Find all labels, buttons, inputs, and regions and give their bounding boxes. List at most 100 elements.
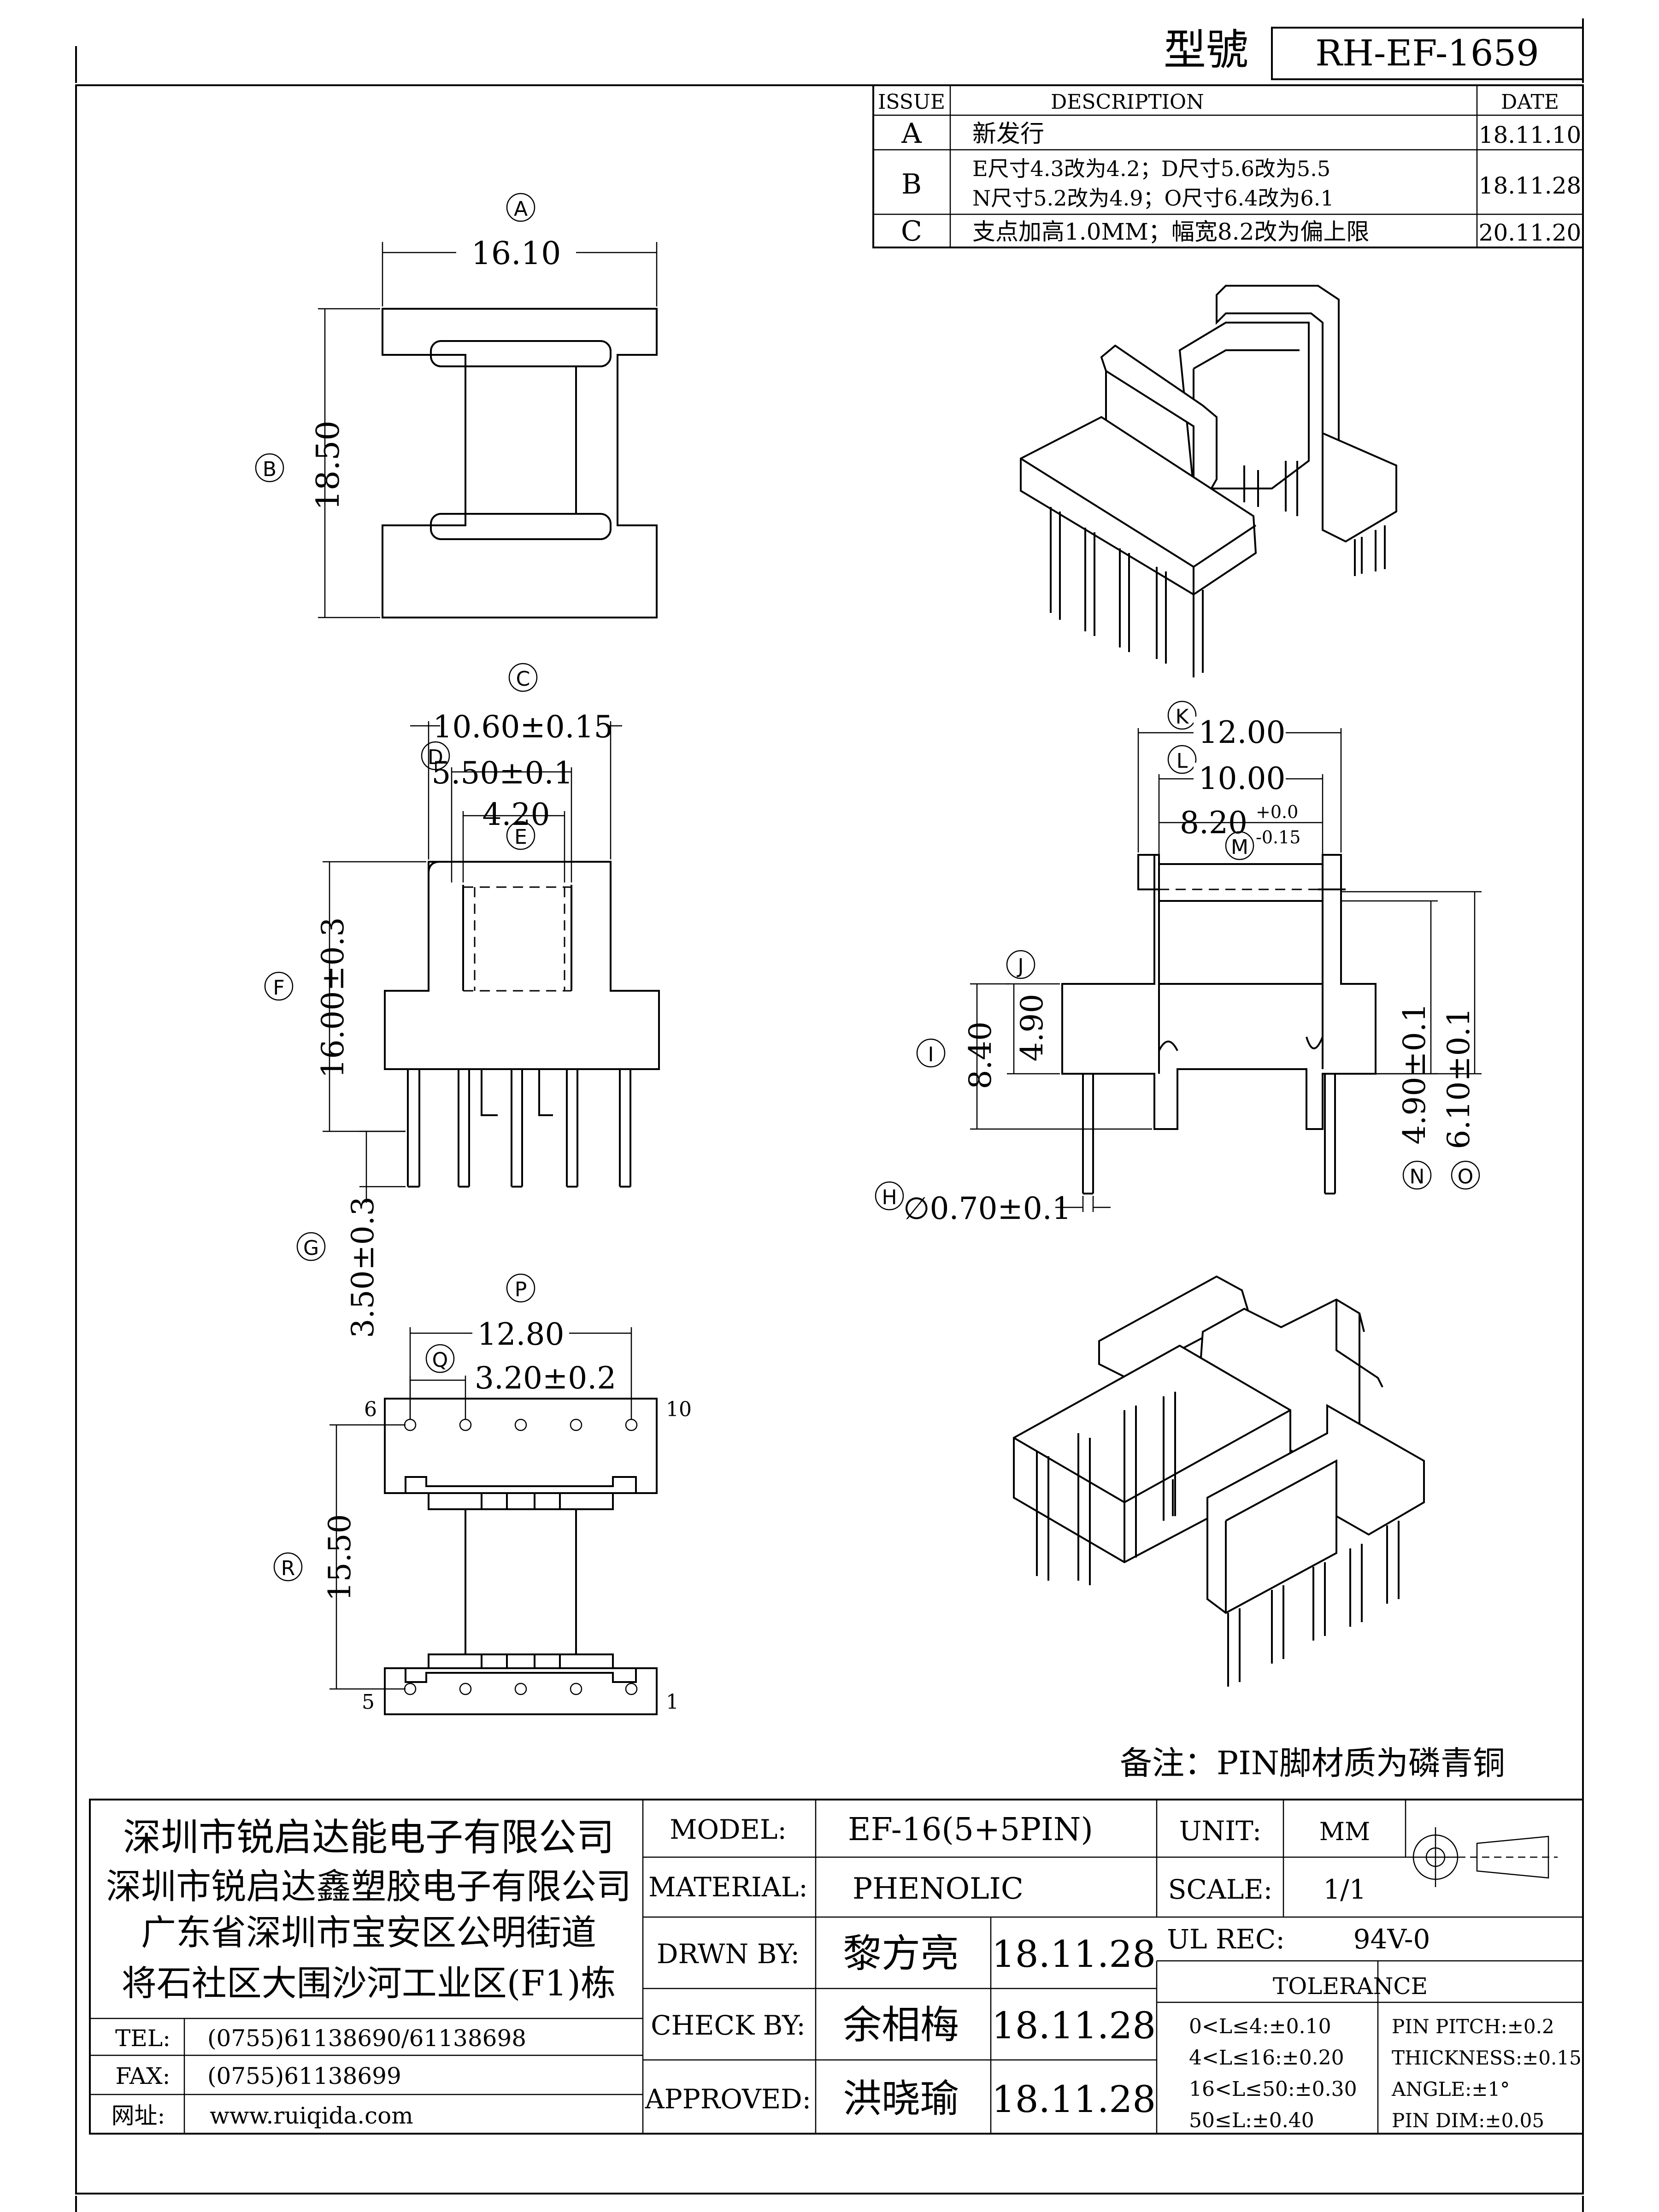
side-view bbox=[1061, 854, 1377, 1194]
tol-right-3: ANGLE:±1° bbox=[1391, 2078, 1510, 2100]
tol-right-2: THICKNESS:±0.15 bbox=[1392, 2047, 1582, 2069]
svg-text:C: C bbox=[516, 667, 530, 691]
company-address-1: 广东省深圳市宝安区公明街道 bbox=[141, 1912, 596, 1953]
dim-o: O 6.10±0.1 bbox=[1341, 891, 1482, 1190]
pin-label-bottom-left: 5 bbox=[362, 1690, 375, 1714]
svg-text:O: O bbox=[1458, 1165, 1474, 1188]
dim-g-value: 3.50±0.3 bbox=[345, 1196, 381, 1338]
dim-g: G 3.50±0.3 bbox=[296, 1130, 406, 1338]
svg-text:H: H bbox=[882, 1186, 897, 1209]
svg-text:F: F bbox=[273, 976, 284, 1000]
dim-p-value: 12.80 bbox=[477, 1317, 565, 1352]
dim-a-value: 16.10 bbox=[471, 235, 561, 272]
rev-a-desc: 新发行 bbox=[972, 120, 1044, 148]
rev-b-desc-1: E尺寸4.3改为4.2；D尺寸5.6改为5.5 bbox=[972, 156, 1330, 181]
scale-value: 1/1 bbox=[1323, 1874, 1366, 1905]
svg-text:B: B bbox=[263, 458, 276, 481]
dim-o-value: 6.10±0.1 bbox=[1441, 1007, 1477, 1149]
dim-b-value: 18.50 bbox=[310, 421, 347, 511]
scale-label: SCALE: bbox=[1168, 1874, 1272, 1905]
tol-left-1: 0<L≤4:±0.10 bbox=[1189, 2015, 1331, 2038]
model-field-label: MODEL: bbox=[670, 1814, 787, 1845]
bottom-view bbox=[384, 1398, 658, 1715]
svg-text:L: L bbox=[1177, 749, 1188, 773]
isometric-view-bottom bbox=[1013, 1275, 1425, 1687]
rev-b-issue: B bbox=[901, 168, 922, 200]
check-by-name: 余相梅 bbox=[843, 2002, 959, 2047]
dim-d: D 5.50±0.1 bbox=[421, 741, 573, 882]
check-by-label: CHECK BY: bbox=[651, 2010, 806, 2041]
rev-a-date: 18.11.10 bbox=[1479, 122, 1582, 148]
dim-c-value: 10.60±0.15 bbox=[433, 709, 613, 745]
dim-e-value: 4.20 bbox=[482, 797, 550, 832]
pin-label-bottom-right: 1 bbox=[666, 1690, 679, 1714]
svg-text:A: A bbox=[514, 197, 528, 221]
dim-m-tol-plus: +0.0 bbox=[1256, 802, 1298, 822]
approved-by-date: 18.11.28 bbox=[992, 2078, 1156, 2121]
rev-header-date: DATE bbox=[1501, 90, 1559, 114]
rev-b-desc-2: N尺寸5.2改为4.9；O尺寸6.4改为6.1 bbox=[972, 186, 1334, 211]
dim-i: I 8.40 bbox=[916, 983, 1152, 1130]
svg-text:G: G bbox=[303, 1236, 319, 1260]
material-field-label: MATERIAL: bbox=[648, 1871, 808, 1903]
tol-left-2: 4<L≤16:±0.20 bbox=[1189, 2046, 1344, 2070]
dim-e: E 4.20 bbox=[462, 797, 565, 882]
drawn-by-date: 18.11.28 bbox=[992, 1933, 1156, 1976]
projection-symbol-icon bbox=[1406, 1827, 1558, 1887]
dim-b: B 18.50 bbox=[255, 308, 380, 618]
company-address-2: 将石社区大围沙河工业区(F1)栋 bbox=[122, 1963, 616, 2004]
dim-i-value: 8.40 bbox=[963, 1022, 998, 1089]
rev-c-date: 20.11.20 bbox=[1479, 219, 1582, 246]
svg-text:N: N bbox=[1410, 1165, 1425, 1188]
drawn-by-name: 黎方亮 bbox=[843, 1931, 959, 1976]
ul-label: UL REC: bbox=[1167, 1924, 1285, 1955]
tol-left-3: 16<L≤50:±0.30 bbox=[1189, 2077, 1357, 2101]
dim-q: Q 3.20±0.2 bbox=[409, 1344, 616, 1419]
unit-value: MM bbox=[1319, 1817, 1371, 1846]
pin-label-top-left: 6 bbox=[364, 1398, 377, 1421]
rev-b-date: 18.11.28 bbox=[1479, 172, 1582, 199]
dim-h-value: ∅0.70±0.1 bbox=[903, 1191, 1071, 1226]
company-name-2: 深圳市锐启达鑫塑胶电子有限公司 bbox=[106, 1866, 631, 1907]
svg-text:K: K bbox=[1176, 705, 1189, 729]
dim-k: K 12.00 bbox=[1137, 700, 1342, 853]
tol-right-1: PIN PITCH:±0.2 bbox=[1392, 2015, 1554, 2038]
svg-text:Q: Q bbox=[432, 1348, 448, 1372]
dim-p: P 12.80 bbox=[409, 1273, 632, 1419]
dim-n: N 4.90±0.1 bbox=[1341, 900, 1438, 1190]
company-name-1: 深圳市锐启达能电子有限公司 bbox=[123, 1816, 614, 1859]
sheet-frame bbox=[75, 84, 1584, 2194]
tol-left-4: 50≤L:±0.40 bbox=[1189, 2109, 1314, 2132]
web-label: 网址: bbox=[112, 2102, 165, 2129]
rev-header-description: DESCRIPTION bbox=[1051, 90, 1204, 114]
dim-f-value: 16.00±0.3 bbox=[315, 917, 351, 1078]
dim-j-value: 4.90 bbox=[1014, 994, 1050, 1062]
svg-text:I: I bbox=[928, 1043, 934, 1066]
rev-header-issue: ISSUE bbox=[878, 90, 945, 114]
dim-d-value: 5.50±0.1 bbox=[431, 755, 573, 791]
svg-text:E: E bbox=[514, 825, 527, 849]
tol-right-4: PIN DIM:±0.05 bbox=[1392, 2109, 1544, 2132]
title-block bbox=[89, 1799, 1584, 2135]
isometric-view-top bbox=[1020, 285, 1397, 677]
model-label: 型號 bbox=[1164, 25, 1248, 75]
svg-text:D: D bbox=[428, 746, 443, 769]
model-box bbox=[1271, 27, 1584, 80]
rev-a-issue: A bbox=[901, 118, 922, 150]
ul-value: 94V-0 bbox=[1353, 1924, 1430, 1955]
pin-label-top-right: 10 bbox=[666, 1398, 692, 1421]
dim-j: J 4.90 bbox=[1006, 950, 1060, 1075]
dim-m: M 8.20 +0.0 -0.15 bbox=[1159, 802, 1323, 860]
dim-q-value: 3.20±0.2 bbox=[475, 1360, 616, 1396]
dim-h: H ∅0.70±0.1 bbox=[875, 1181, 1111, 1226]
tolerance-label: TOLERANCE bbox=[1273, 1973, 1428, 2000]
check-by-date: 18.11.28 bbox=[992, 2004, 1156, 2047]
front-view bbox=[384, 861, 660, 1188]
note-text: 备注：PIN脚材质为磷青铜 bbox=[1120, 1744, 1505, 1782]
tel-value: (0755)61138690/61138698 bbox=[207, 2025, 526, 2052]
unit-label: UNIT: bbox=[1179, 1815, 1262, 1847]
dim-r: R 15.50 bbox=[273, 1424, 406, 1690]
dim-m-tol-minus: -0.15 bbox=[1256, 827, 1300, 847]
svg-text:R: R bbox=[281, 1557, 295, 1580]
